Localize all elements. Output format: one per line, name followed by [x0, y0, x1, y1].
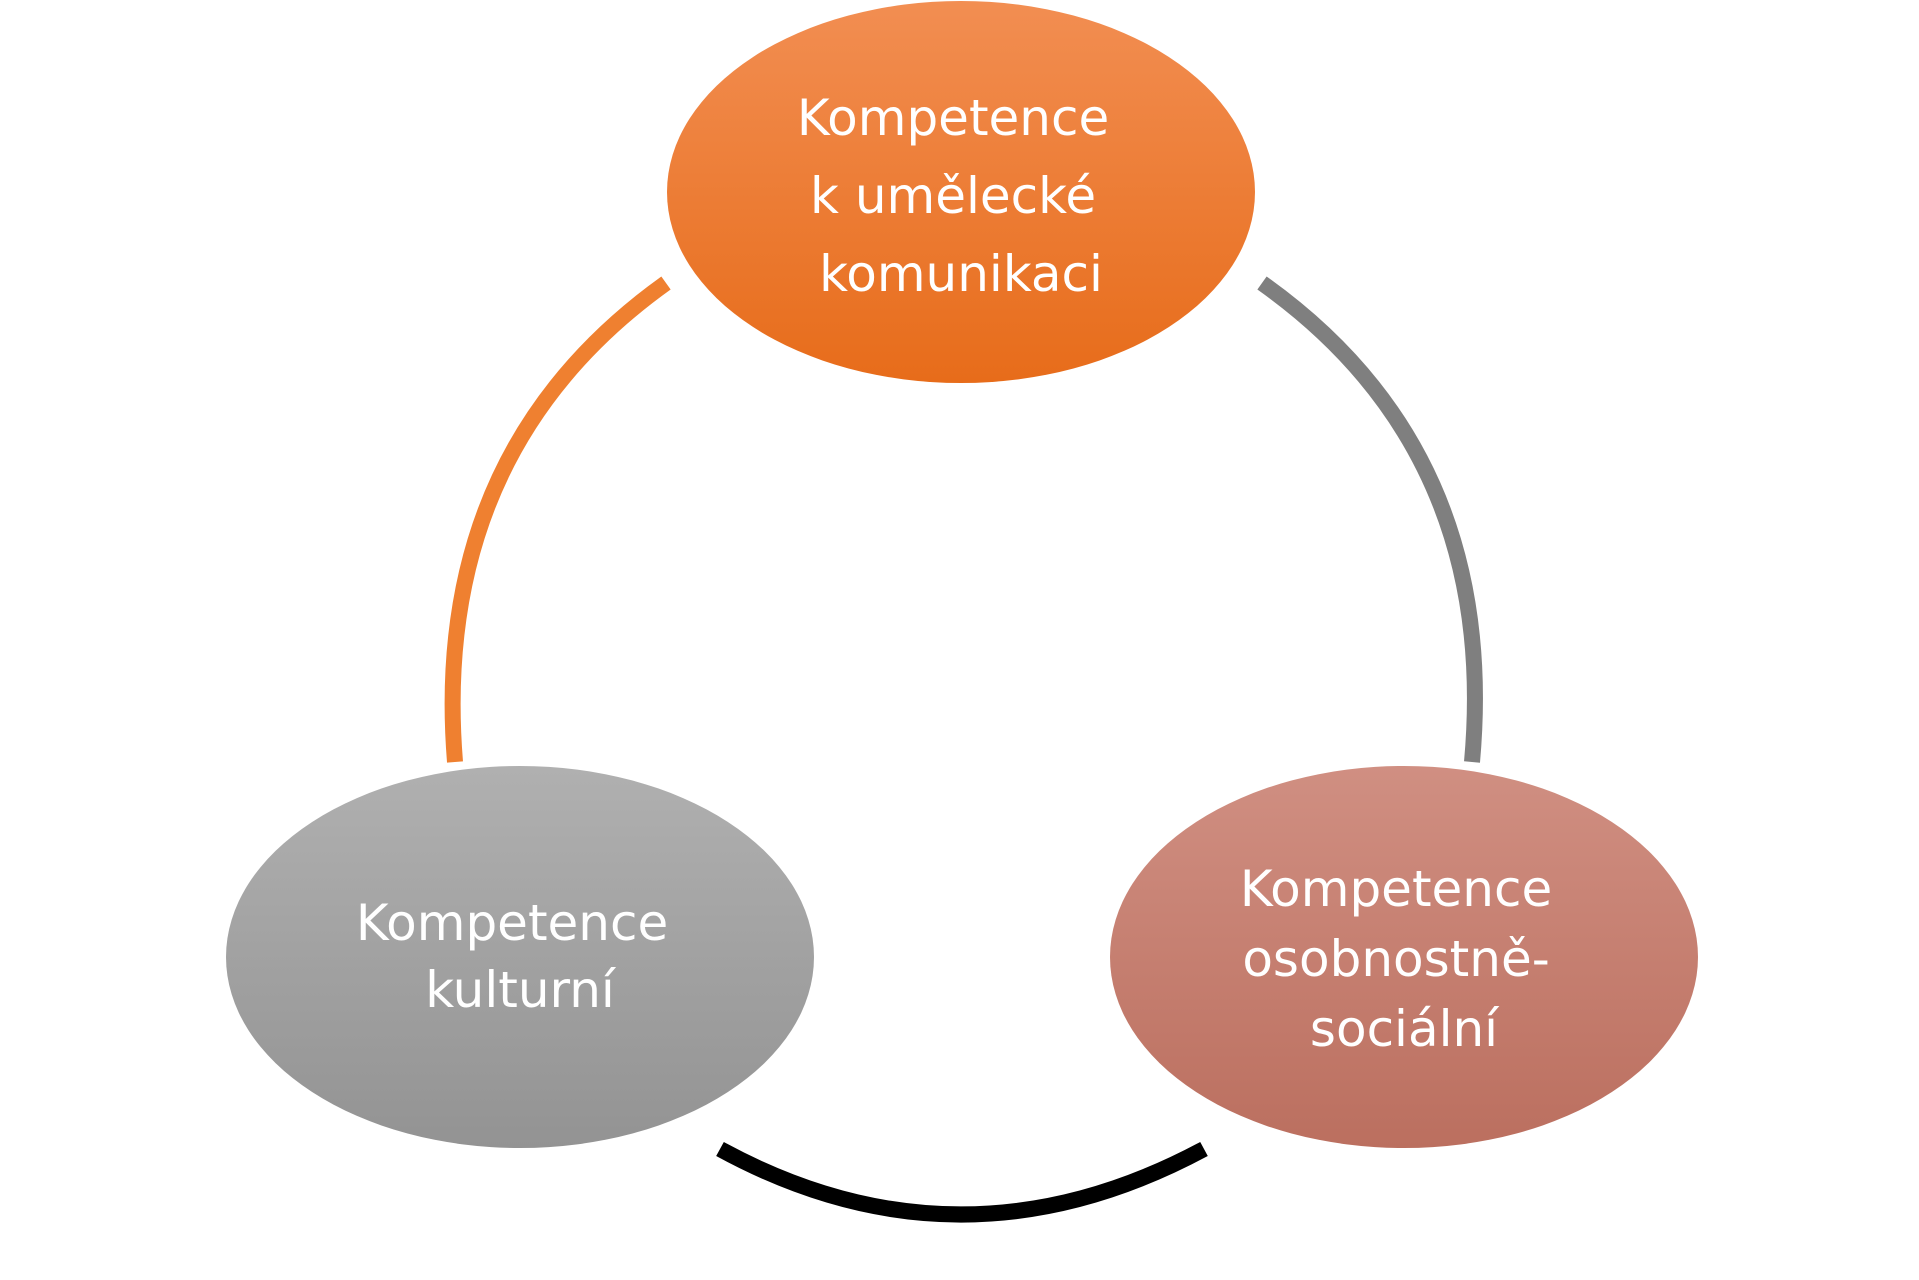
node-label-line: osobnostně- [1242, 930, 1549, 988]
node-label-line: komunikaci [819, 245, 1103, 303]
node-cultural-shape [226, 766, 814, 1148]
node-label-line: kulturní [425, 961, 617, 1019]
node-cultural: Kompetence kulturní [226, 766, 814, 1148]
connector-artistic-personal-social [1257, 276, 1483, 763]
node-label-line: Kompetence [356, 894, 668, 952]
node-label-line: Kompetence [1240, 860, 1552, 918]
node-personal-social-shape [1110, 766, 1698, 1148]
node-artistic-communication-shape [667, 1, 1255, 383]
node-label-line: sociální [1310, 1000, 1500, 1058]
node-label-line: Kompetence [797, 89, 1109, 147]
node-artistic-communication-label: Kompetence k umělecké komunikaci [797, 89, 1125, 303]
node-label-line: k umělecké [810, 167, 1096, 225]
node-artistic-communication: Kompetence k umělecké komunikaci [667, 1, 1255, 383]
node-cultural-label: Kompetence kulturní [356, 894, 684, 1019]
connector-cultural-personal-social [716, 1141, 1208, 1223]
node-personal-social-label: Kompetence osobnostně- sociální [1240, 860, 1568, 1058]
node-personal-social: Kompetence osobnostně- sociální [1110, 766, 1698, 1148]
connector-artistic-cultural [444, 276, 671, 763]
